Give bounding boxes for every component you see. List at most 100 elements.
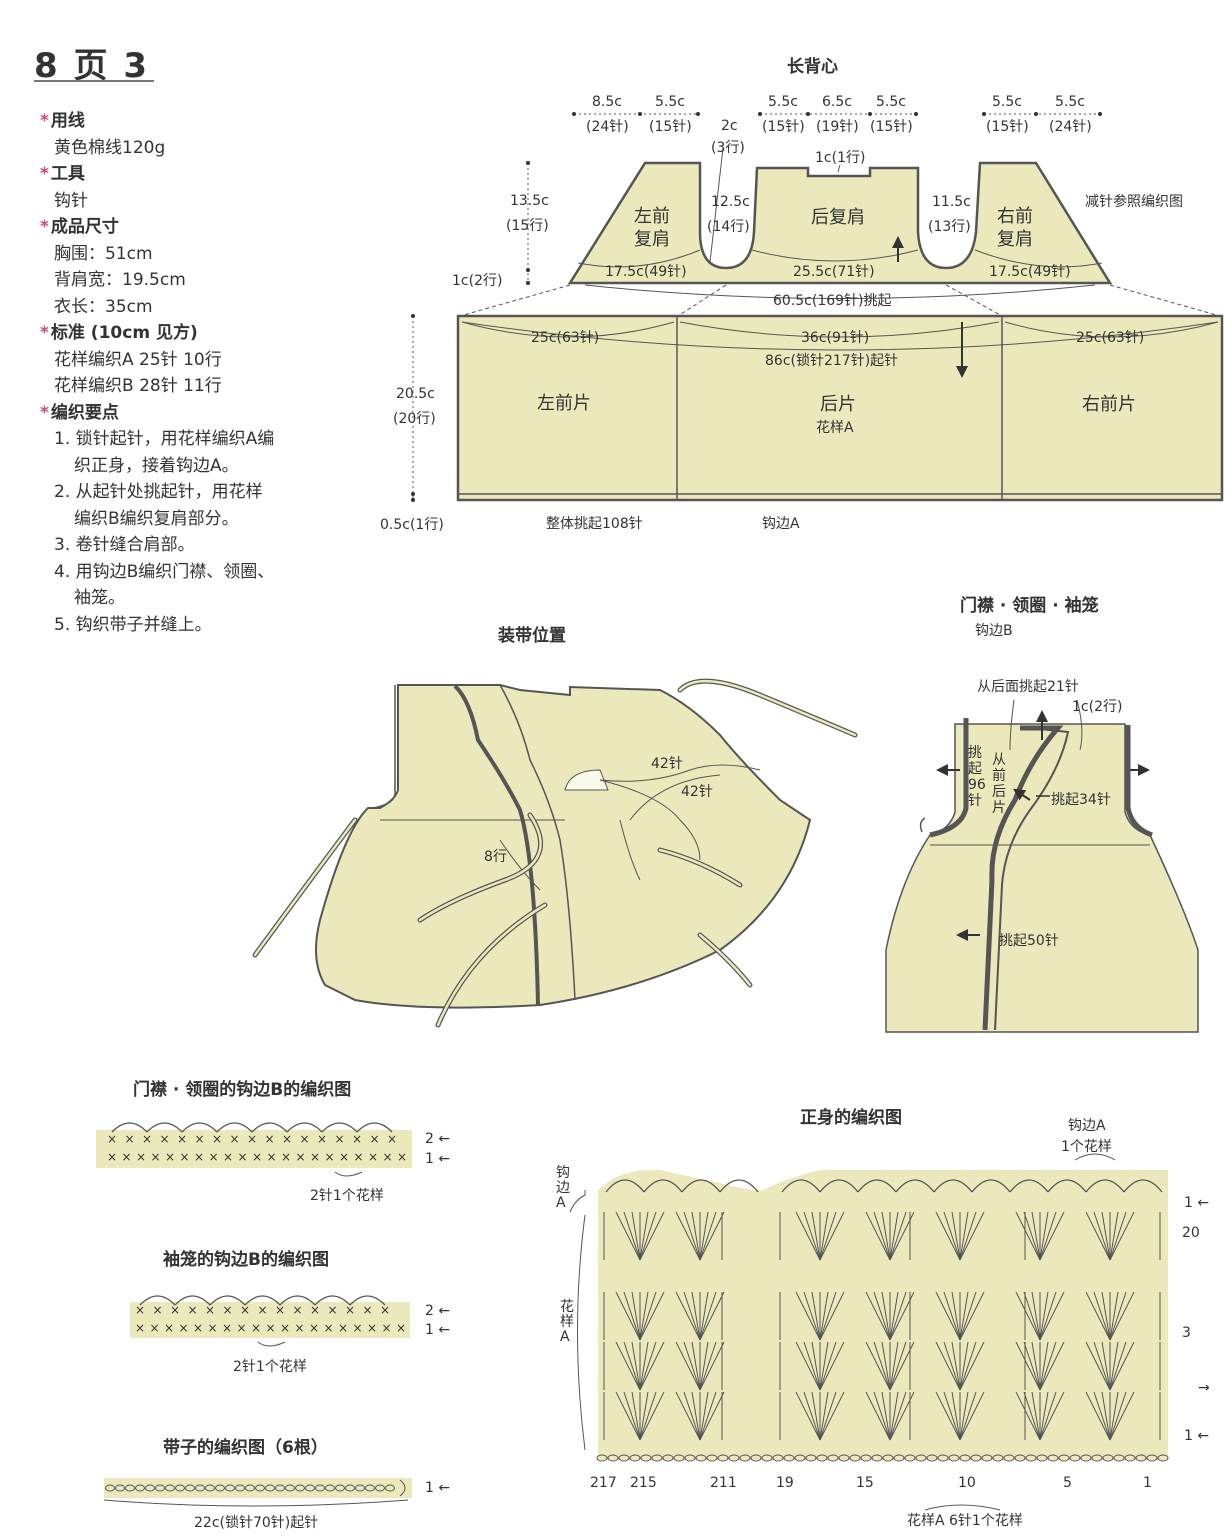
- chain-oval: [849, 1454, 861, 1462]
- right-front-label: 右前片: [1082, 394, 1136, 415]
- fan-stitch: [1109, 1211, 1127, 1261]
- chain-oval: [915, 1454, 927, 1462]
- body-left-width: 25c(63针): [531, 330, 600, 346]
- fan-stitch: [959, 1391, 977, 1441]
- fan-stitch: [683, 1341, 701, 1391]
- placket-subtitle: 钩边B: [975, 623, 1013, 639]
- fan-stitch: [1039, 1211, 1049, 1261]
- fan-stitch: [623, 1211, 641, 1261]
- yarn-title: 用线: [50, 111, 85, 131]
- chain-oval: [275, 1484, 285, 1492]
- stitch-211: 211: [710, 1475, 737, 1491]
- chain-oval: [739, 1454, 751, 1462]
- fan-stitch: [803, 1341, 821, 1391]
- fan-stitch: [1109, 1341, 1119, 1391]
- stitch-x: ×: [170, 1303, 180, 1317]
- fan-stitch: [935, 1341, 961, 1391]
- fan-stitch: [959, 1211, 977, 1261]
- tie-position-title: 装带位置: [498, 626, 566, 646]
- fan-stitch: [639, 1341, 665, 1391]
- fan-stitch: [683, 1391, 701, 1441]
- fan-stitch: [1109, 1391, 1135, 1441]
- fan-stitch: [1093, 1341, 1111, 1391]
- step-2b: 编织B编织复肩部分。: [74, 508, 239, 529]
- fan-stitch: [959, 1341, 985, 1391]
- pattern-a-label: 花样A: [816, 420, 854, 436]
- stitch-x: ×: [368, 1150, 378, 1164]
- size-heading: *成品尺寸: [40, 214, 360, 241]
- fan-stitch: [639, 1341, 657, 1391]
- sts-42a: 42针: [651, 756, 683, 772]
- fan-stitch: [951, 1211, 961, 1261]
- stitch-x: ×: [193, 1321, 203, 1335]
- fan-stitch: [1101, 1341, 1111, 1391]
- fan-stitch: [959, 1291, 969, 1341]
- fan-stitch: [881, 1211, 891, 1261]
- chain-oval: [937, 1454, 949, 1462]
- picot-arc: [895, 1179, 935, 1193]
- arrow-left-icon: ←: [438, 1131, 451, 1147]
- fan-stitch: [935, 1211, 961, 1261]
- yarn-heading: *用线: [40, 108, 360, 135]
- chain-oval: [205, 1484, 215, 1492]
- fan-stitch: [1031, 1211, 1041, 1261]
- stitch-217: 217: [590, 1475, 617, 1491]
- gauge-heading: *标准 (10cm 见方): [40, 320, 360, 347]
- arrow-left-icon: ←: [438, 1322, 451, 1338]
- chain-oval: [860, 1454, 872, 1462]
- chart-b1-title: 门襟 · 领圈的钩边B的编织图: [133, 1080, 352, 1100]
- fan-stitch: [889, 1391, 907, 1441]
- fan-stitch: [795, 1291, 821, 1341]
- chain-oval: [871, 1454, 883, 1462]
- row-number: 1: [1184, 1195, 1193, 1211]
- dim-5-5c-sts: (15针): [870, 119, 913, 135]
- chain-oval: [115, 1484, 125, 1492]
- chain-oval: [750, 1454, 762, 1462]
- step-4a: 4. 用钩边B编织门襟、领圈、: [54, 561, 275, 582]
- picot-arc: [719, 1179, 759, 1193]
- row-arrow-right-icon: →: [1198, 1380, 1210, 1396]
- stitch-x: ×: [205, 1303, 215, 1317]
- chart-main-edging-repeat: 1个花样: [1061, 1139, 1112, 1155]
- chain-oval: [1036, 1454, 1048, 1462]
- fan-stitch: [1101, 1211, 1111, 1261]
- stitch-x: ×: [212, 1132, 222, 1146]
- body-right-width: 25c(63针): [1076, 330, 1145, 346]
- fan-stitch: [959, 1291, 977, 1341]
- picot-arc: [643, 1179, 683, 1193]
- stitch-x: ×: [222, 1321, 232, 1335]
- chain-oval: [1124, 1454, 1136, 1462]
- chain-oval: [1102, 1454, 1114, 1462]
- fan-stitch: [873, 1291, 891, 1341]
- stitch-x: ×: [387, 1132, 397, 1146]
- dim-12-5-rows: (14行): [707, 219, 750, 235]
- chain-oval: [1014, 1454, 1026, 1462]
- picot-arc: [349, 1295, 386, 1306]
- gauge-title: 标准 (10cm 见方): [50, 323, 198, 343]
- fan-stitch: [1085, 1291, 1111, 1341]
- fan-stitch: [1039, 1291, 1065, 1341]
- fan-stitch: [1093, 1211, 1111, 1261]
- fan-stitch: [1109, 1211, 1119, 1261]
- stitch-x: ×: [187, 1303, 197, 1317]
- stitch-x: ×: [121, 1150, 131, 1164]
- fan-stitch: [631, 1391, 641, 1441]
- stitch-x: ×: [292, 1303, 302, 1317]
- chain-oval: [1146, 1454, 1158, 1462]
- stitch-x: ×: [339, 1150, 349, 1164]
- stitch-x: ×: [107, 1150, 117, 1164]
- stitch-x: ×: [240, 1303, 250, 1317]
- back-label: 后片: [820, 394, 856, 415]
- body-total-width: 86c(锁针217针)起针: [765, 353, 899, 369]
- chain-oval: [1058, 1454, 1070, 1462]
- chain-oval: [355, 1484, 365, 1492]
- fan-stitch: [699, 1391, 709, 1441]
- chain-oval: [145, 1484, 155, 1492]
- fan-stitch: [639, 1391, 649, 1441]
- stitch-10: 10: [958, 1475, 976, 1491]
- placket-figure: [885, 699, 1199, 1033]
- fan-stitch: [935, 1291, 961, 1341]
- side-edging-label: 钩边A: [556, 1165, 570, 1211]
- yarn-value: 黄色棉线120g: [54, 137, 166, 158]
- yoke-mid-width: 25.5c(71针): [793, 264, 875, 280]
